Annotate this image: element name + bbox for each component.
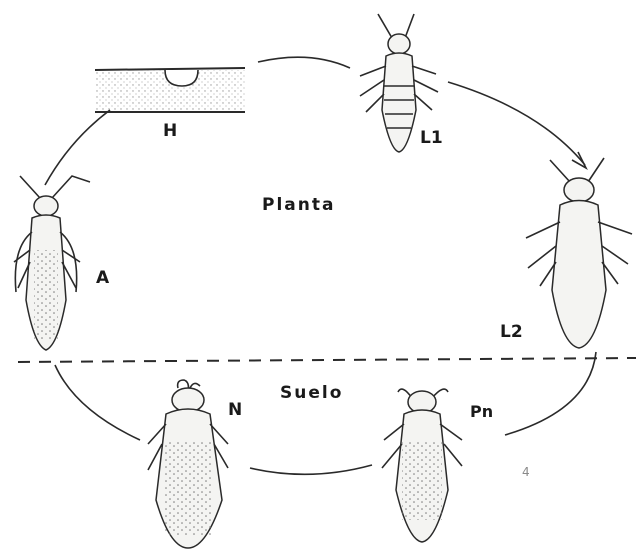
stage-label-n: N: [228, 400, 242, 420]
pupa-n-figure: [148, 380, 228, 548]
egg-icon: [165, 70, 198, 86]
egg-stage-h: [95, 68, 245, 112]
soil-boundary-line: [18, 358, 636, 362]
arc-n-to-a: [55, 365, 140, 440]
stage-label-l1: L1: [420, 128, 443, 148]
arc-l1-to-l2: [448, 82, 585, 165]
zone-label-planta: Planta: [262, 195, 335, 215]
zone-label-suelo: Suelo: [280, 383, 343, 403]
arc-h-to-l1: [258, 57, 350, 68]
stage-label-h: H: [163, 121, 177, 141]
arc-l2-to-pn: [505, 352, 596, 435]
arc-a-to-h: [45, 110, 110, 185]
larva-l2-figure: [526, 158, 632, 348]
arc-pn-to-n: [250, 465, 372, 474]
cycle-arcs: [45, 57, 596, 474]
adult-a-figure: [14, 176, 90, 350]
corner-mark: 4: [522, 465, 530, 479]
stage-label-a: A: [96, 268, 110, 288]
arrow-head-l2: [572, 152, 586, 168]
stage-label-l2: L2: [500, 322, 523, 342]
stage-label-pn: Pn: [470, 402, 493, 421]
prepupa-pn-figure: [382, 389, 462, 542]
